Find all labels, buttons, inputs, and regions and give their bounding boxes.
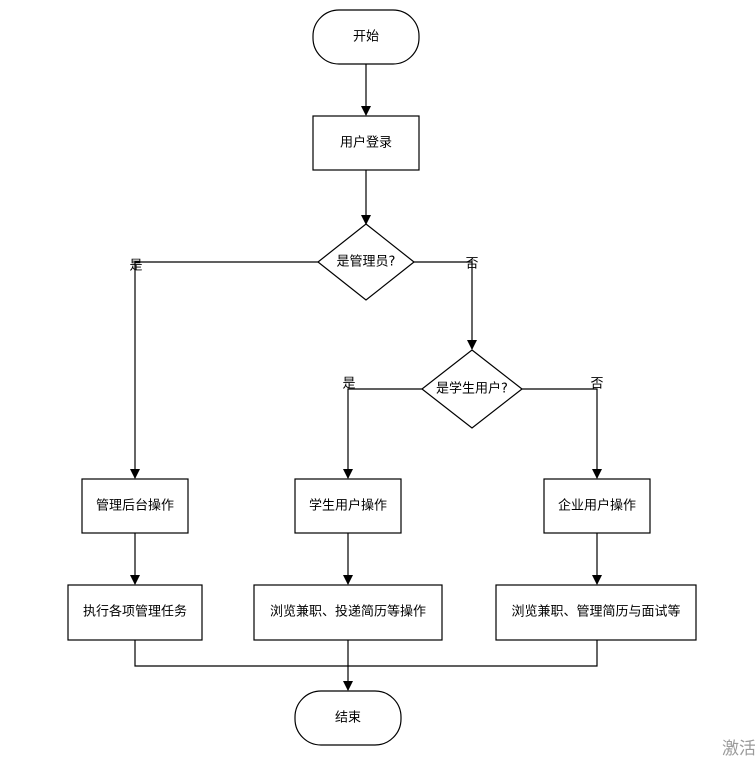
- end-label: 结束: [335, 711, 361, 726]
- student-no-label: 否: [590, 377, 603, 392]
- student-tasks-process: [253, 584, 443, 641]
- watermark-text: 激活: [722, 739, 755, 759]
- admin-tasks-process: [67, 584, 203, 641]
- start-label: 开始: [353, 30, 379, 45]
- student-tasks-label: 浏览兼职、投递简历等操作: [270, 604, 426, 620]
- login-process: [312, 115, 420, 171]
- student-ops-process: [294, 478, 402, 534]
- student-ops-label: 学生用户操作: [309, 498, 387, 514]
- edge-merge-right: [348, 640, 598, 667]
- start-terminal: [312, 9, 420, 65]
- company-ops-process: [543, 478, 651, 534]
- company-ops-label: 企业用户操作: [558, 498, 636, 514]
- student-decision: [421, 349, 523, 429]
- admin-ops-process: [81, 478, 189, 534]
- edge-admin-no: [414, 261, 477, 350]
- admin-yes-label: 是: [129, 259, 142, 274]
- edge-student-yes: [343, 388, 422, 479]
- login-label: 用户登录: [340, 135, 392, 151]
- end-terminal: [294, 690, 402, 746]
- admin-tasks-label: 执行各项管理任务: [83, 604, 187, 620]
- admin-ops-label: 管理后台操作: [96, 498, 174, 514]
- admin-no-label: 否: [465, 257, 478, 272]
- company-tasks-process: [495, 584, 697, 641]
- admin-decision-label: 是管理员?: [337, 255, 396, 270]
- edge-student-no: [522, 388, 602, 479]
- admin-decision: [317, 223, 415, 301]
- student-yes-label: 是: [342, 377, 355, 392]
- company-tasks-label: 浏览兼职、管理简历与面试等: [511, 604, 680, 620]
- edge-merge-left: [134, 640, 348, 667]
- student-decision-label: 是学生用户?: [436, 381, 508, 397]
- edge-admin-yes: [130, 261, 318, 479]
